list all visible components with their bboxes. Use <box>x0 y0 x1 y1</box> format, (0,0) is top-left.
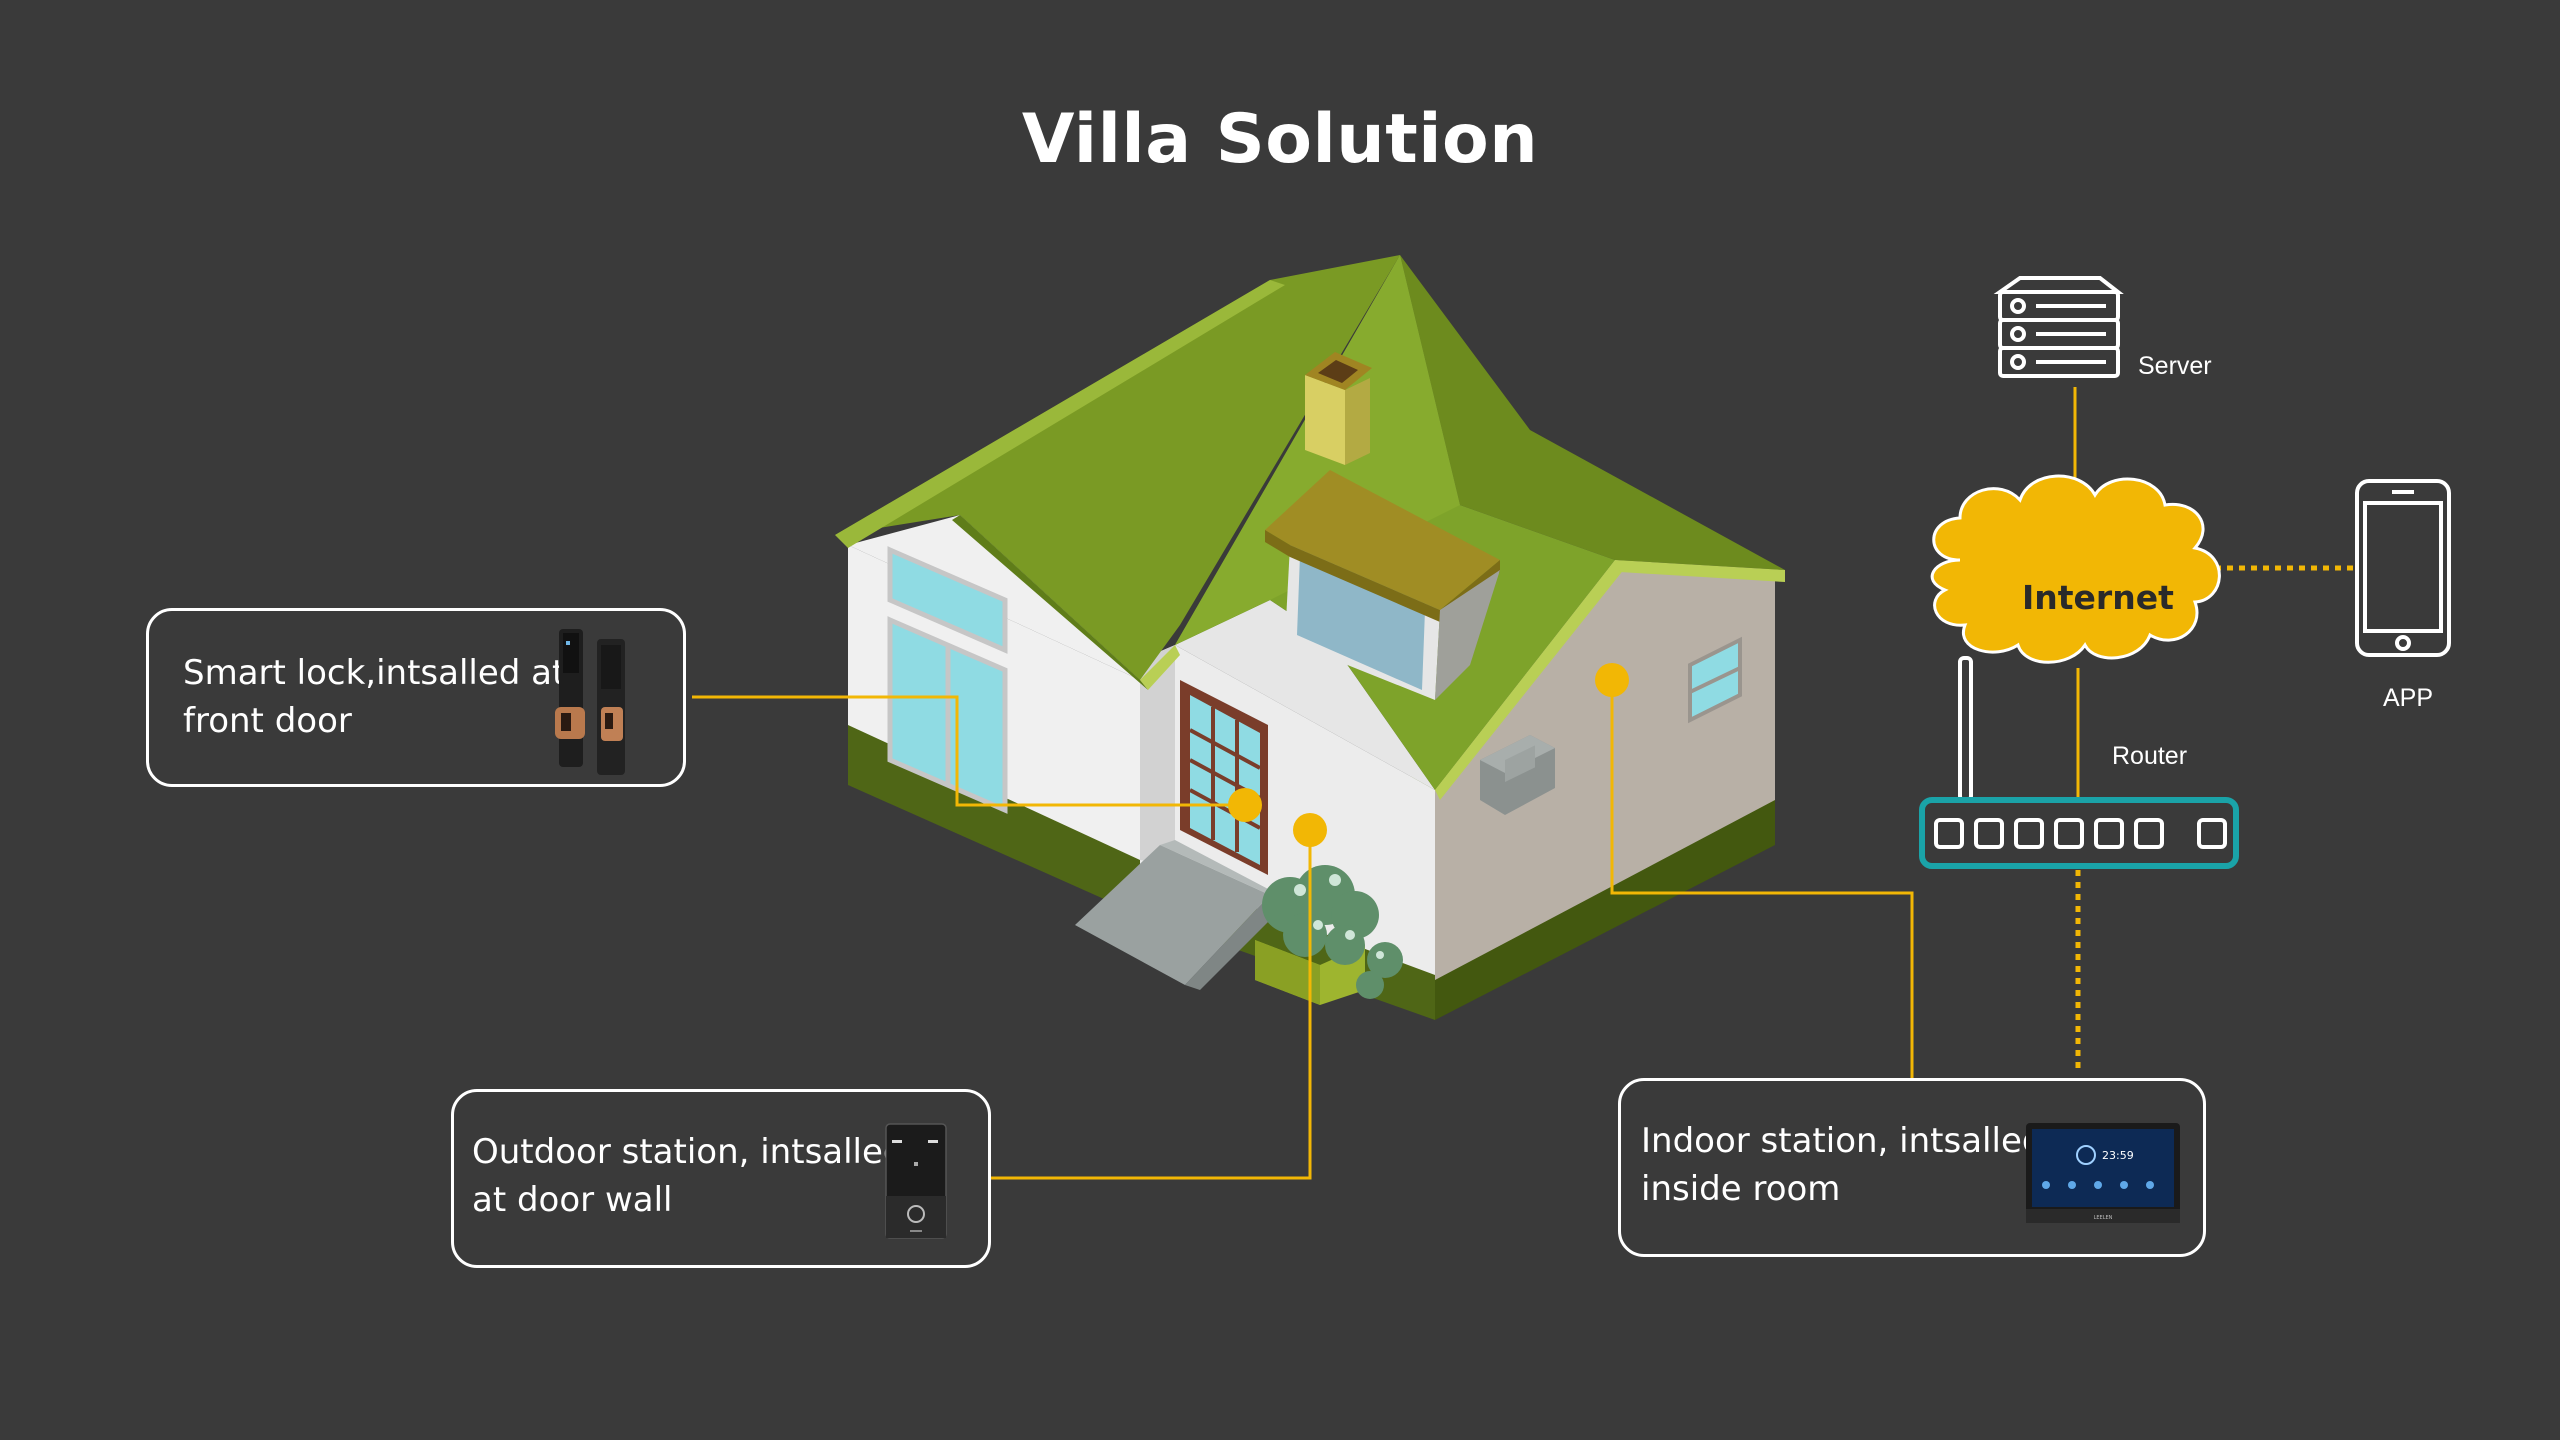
indoor-station-marker <box>1595 663 1629 697</box>
router-label: Router <box>2112 742 2188 770</box>
smart-lock-label-line2: front door <box>183 701 352 741</box>
app-label: APP <box>2383 684 2434 712</box>
cloud-icon <box>1930 474 2221 664</box>
outdoor-station-label-line2: at door wall <box>472 1180 673 1220</box>
smart-lock-callout: Smart lock,intsalled at front door <box>146 608 686 787</box>
outdoor-station-marker <box>1293 813 1327 847</box>
house-illustration <box>835 255 1785 1020</box>
smart-lock-marker <box>1228 788 1262 822</box>
smartphone-icon <box>2355 479 2451 657</box>
indoor-monitor-icon: 23:59 LEELEN <box>2026 1123 2180 1223</box>
monitor-brand: LEELEN <box>2094 1215 2113 1221</box>
router-icon <box>1919 656 2239 869</box>
outdoor-station-callout: Outdoor station, intsalled at door wall <box>451 1089 991 1268</box>
monitor-clock: 23:59 <box>2102 1149 2134 1162</box>
connector-lines <box>692 387 2080 1180</box>
wireless-links <box>2075 565 2355 1070</box>
smart-lock-icon <box>555 629 625 775</box>
internet-label: Internet <box>2022 578 2174 617</box>
page-title: Villa Solution <box>1021 100 1539 179</box>
server-label: Server <box>2138 352 2212 380</box>
server-icon <box>1993 276 2124 378</box>
smart-lock-label-line1: Smart lock,intsalled at <box>183 653 566 693</box>
outdoor-station-label-line1: Outdoor station, intsalled <box>472 1132 905 1172</box>
outdoor-station-icon <box>885 1123 947 1239</box>
indoor-station-callout: Indoor station, intsalled inside room 23… <box>1618 1078 2206 1257</box>
indoor-station-label-line1: Indoor station, intsalled <box>1641 1121 2044 1161</box>
indoor-station-label-line2: inside room <box>1641 1169 1841 1209</box>
